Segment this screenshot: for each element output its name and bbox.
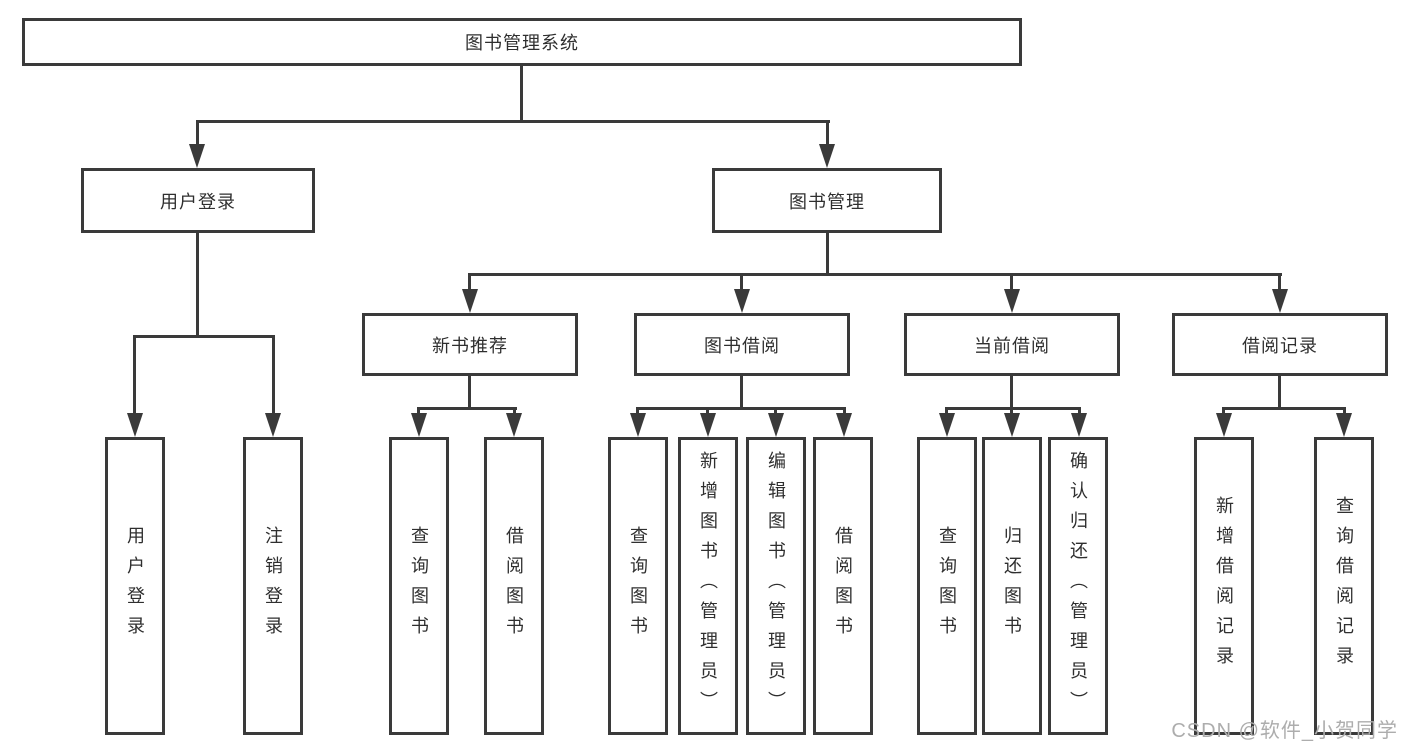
leaf-borrow-books: 借阅图书 [813,437,873,735]
leaf-confirm-return-admin: 确认归还（管理员） [1048,437,1108,735]
leaf-add-books-admin-label: 新增图书（管理员） [698,451,718,721]
leaf-recommend-borrow-books-label: 借阅图书 [504,526,524,646]
arrow-down-icon [1004,413,1020,437]
leaf-return-books-label: 归还图书 [1002,526,1022,646]
node-borrow-records: 借阅记录 [1172,313,1388,376]
arrow-down-icon [819,144,835,168]
connector-line [196,120,199,148]
connector-line [706,407,709,417]
node-borrow-records-label: 借阅记录 [1242,335,1318,356]
connector-line [468,374,471,410]
connector-line [1010,374,1013,410]
node-library-system-label: 图书管理系统 [465,33,579,53]
connector-line [826,120,829,148]
leaf-current-query-books: 查询图书 [917,437,977,735]
leaf-return-books: 归还图书 [982,437,1042,735]
csdn-watermark: CSDN @软件_小贺同学 [1171,720,1398,742]
connector-line [1343,407,1346,417]
connector-line [272,335,275,417]
arrow-down-icon [189,144,205,168]
leaf-add-books-admin: 新增图书（管理员） [678,437,738,735]
arrow-down-icon [506,413,522,437]
arrow-down-icon [265,413,281,437]
node-new-book-recommend: 新书推荐 [362,313,578,376]
arrow-down-icon [1071,413,1087,437]
leaf-logout-label: 注销登录 [263,526,283,646]
leaf-query-borrow-record-label: 查询借阅记录 [1334,496,1354,676]
node-user-login: 用户登录 [81,168,315,233]
connector-line [417,407,420,417]
node-book-management: 图书管理 [712,168,942,233]
leaf-recommend-borrow-books: 借阅图书 [484,437,544,735]
connector-line [774,407,777,417]
node-book-borrow: 图书借阅 [634,313,850,376]
connector-line [1222,407,1346,410]
connector-line [945,407,948,417]
connector-line [520,66,523,123]
node-book-management-label: 图书管理 [789,191,865,212]
leaf-borrow-query-books-label: 查询图书 [628,526,648,646]
arrow-down-icon [1004,289,1020,313]
leaf-logout: 注销登录 [243,437,303,735]
node-new-book-recommend-label: 新书推荐 [432,335,508,356]
connector-line [843,407,846,417]
arrow-down-icon [630,413,646,437]
arrow-down-icon [1272,289,1288,313]
connector-line [636,407,639,417]
connector-line [417,407,517,410]
leaf-recommend-query-books-label: 查询图书 [409,526,429,646]
node-current-borrow: 当前借阅 [904,313,1120,376]
leaf-user-login-label: 用户登录 [125,526,145,646]
leaf-borrow-query-books: 查询图书 [608,437,668,735]
connector-line [740,273,743,293]
arrow-down-icon [127,413,143,437]
connector-line [513,407,516,417]
connector-line [945,407,1081,410]
arrow-down-icon [768,413,784,437]
connector-line [468,273,471,293]
connector-line [1278,273,1281,293]
leaf-edit-books-admin-label: 编辑图书（管理员） [766,451,786,721]
leaf-borrow-books-label: 借阅图书 [833,526,853,646]
connector-line [1278,374,1281,410]
arrow-down-icon [734,289,750,313]
node-user-login-label: 用户登录 [160,191,236,212]
connector-line [196,231,199,338]
connector-line [636,407,846,410]
leaf-recommend-query-books: 查询图书 [389,437,449,735]
arrow-down-icon [836,413,852,437]
connector-line [1078,407,1081,417]
connector-line [133,335,275,338]
leaf-current-query-books-label: 查询图书 [937,526,957,646]
connector-line [1222,407,1225,417]
arrow-down-icon [411,413,427,437]
node-library-system: 图书管理系统 [22,18,1022,66]
connector-line [826,231,829,276]
leaf-query-borrow-record: 查询借阅记录 [1314,437,1374,735]
connector-line [740,374,743,410]
node-book-borrow-label: 图书借阅 [704,335,780,356]
leaf-add-borrow-record-label: 新增借阅记录 [1214,496,1234,676]
connector-line [196,120,830,123]
leaf-confirm-return-admin-label: 确认归还（管理员） [1068,451,1088,721]
leaf-edit-books-admin: 编辑图书（管理员） [746,437,806,735]
leaf-user-login: 用户登录 [105,437,165,735]
node-current-borrow-label: 当前借阅 [974,335,1050,356]
arrow-down-icon [1336,413,1352,437]
connector-line [1010,273,1013,293]
arrow-down-icon [939,413,955,437]
arrow-down-icon [462,289,478,313]
leaf-add-borrow-record: 新增借阅记录 [1194,437,1254,735]
connector-line [133,335,136,417]
arrow-down-icon [700,413,716,437]
arrow-down-icon [1216,413,1232,437]
connector-line [1010,407,1013,417]
connector-line [468,273,1282,276]
